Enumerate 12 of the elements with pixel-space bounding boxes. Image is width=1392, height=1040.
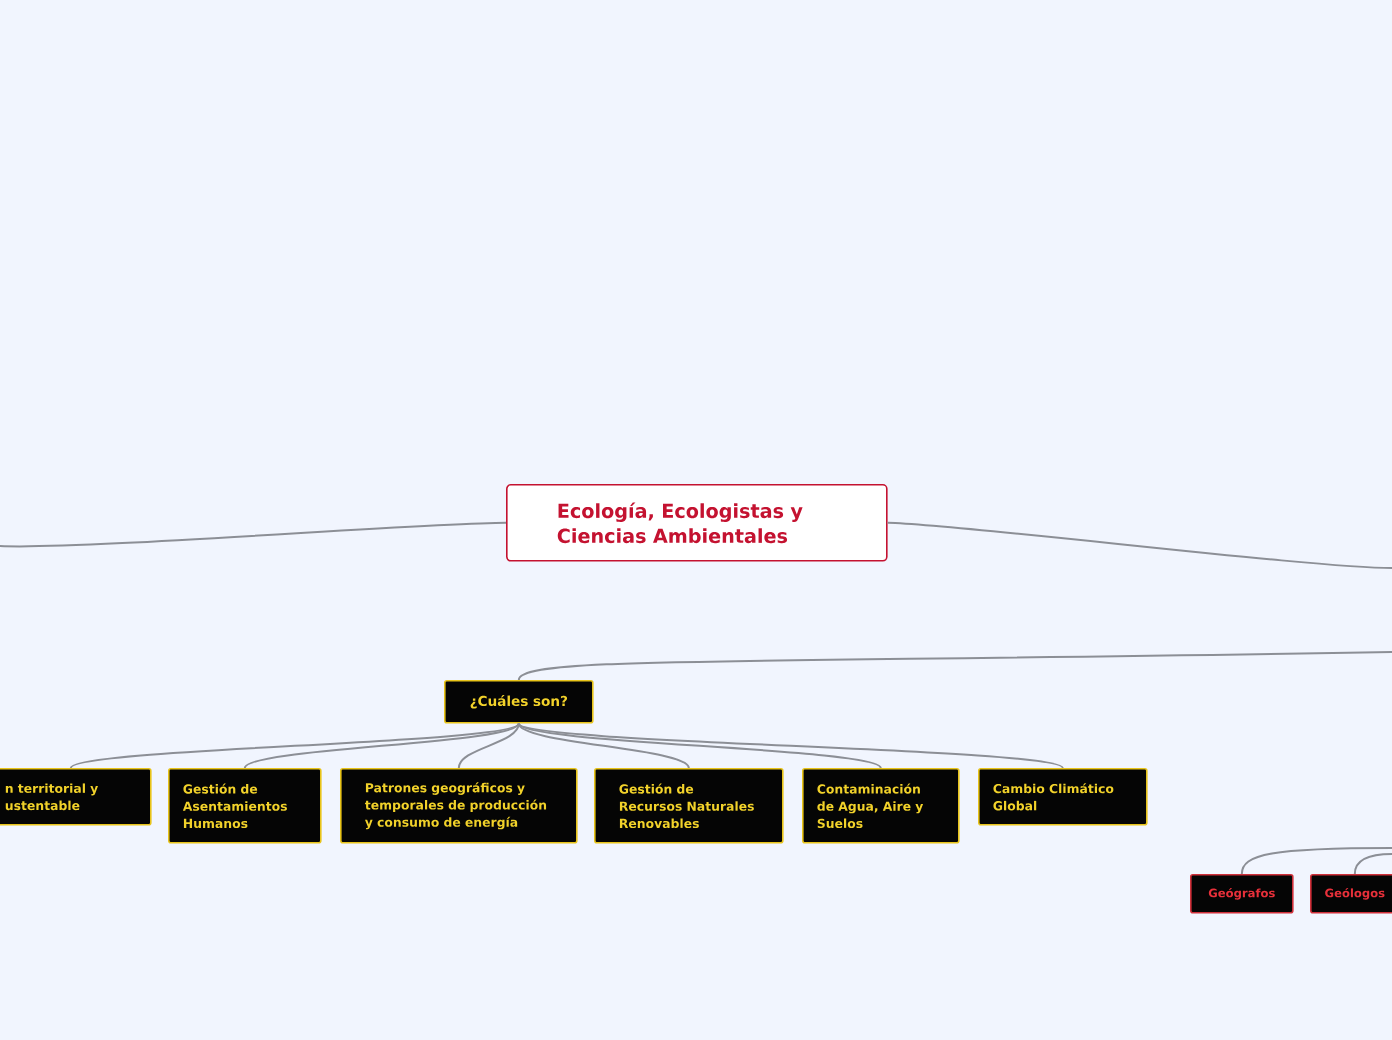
- topic-box: Ecología, Ecologistas y Ciencias Ambientales: [506, 484, 888, 562]
- connector-line: [517, 722, 690, 769]
- connector-line: [457, 722, 520, 769]
- connector-line: [0, 521, 507, 548]
- connector-line: [517, 722, 882, 769]
- connector-line: [1240, 847, 1392, 875]
- connector-line: [517, 722, 1064, 769]
- connector-line: [886, 521, 1392, 569]
- connector-line: [1353, 853, 1392, 875]
- connector-line: [243, 722, 520, 769]
- connector-line: [517, 651, 1392, 681]
- connector-line: [69, 722, 520, 769]
